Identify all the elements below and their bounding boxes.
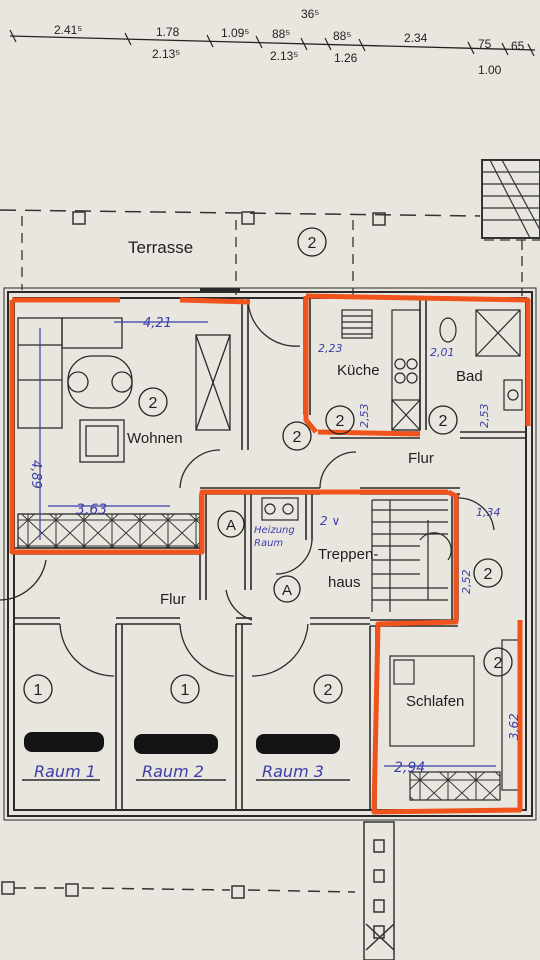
room-labels: Wohnen Küche Bad Flur Flur Treppen- haus… [127,362,483,710]
marker-heizung: A [217,510,245,538]
svg-text:2: 2 [484,566,493,583]
marker-schlafen: 2 [483,647,513,677]
hw-heizung-1: Heizung [254,525,295,536]
dim-bottom-2: 2.13⁵ [270,49,298,63]
door-swings [0,299,495,677]
staircase [371,499,452,612]
room-markers: 2 2 2 2 2 A A 2 2 1 1 2 [23,227,513,704]
hw-stair-mark: 2 ∨ [320,514,340,528]
hw-schlafen-width: 2,94 [394,760,425,776]
svg-text:1: 1 [34,682,43,699]
heating-fixture [261,497,299,521]
hw-kueche-width: 2,23 [318,342,343,355]
hw-bad-width: 2,01 [430,346,455,359]
label-wohnen: Wohnen [127,430,183,447]
label-schlafen: Schlafen [406,693,464,710]
handwritten-annotations: 4,21 4,89 3,63 2,23 2,53 2,01 2,53 Heizu… [28,316,521,781]
hw-wohnen-bottom: 3,63 [76,502,107,518]
bath-fixtures [439,309,523,411]
svg-text:2: 2 [324,682,333,699]
svg-text:1: 1 [181,682,190,699]
marker-raum3: 2 [313,674,343,704]
hw-raum3: Raum 3 [262,762,324,781]
dim-top-5: 36⁵ [301,7,319,21]
living-furniture [17,288,240,549]
label-terrasse: Terrasse [128,238,193,257]
marker-kueche: 2 [325,405,355,435]
dim-top-2: 1.78 [156,25,180,39]
top-dimension-line: 2.41⁵ 1.78 1.09⁵ 88⁵ 36⁵ 88⁵ 2.34 75 65 … [9,7,536,77]
hw-right-hall-width: 1,34 [476,506,501,519]
svg-text:2: 2 [149,395,158,412]
svg-text:2: 2 [439,413,448,430]
svg-text:2: 2 [293,429,302,446]
dim-top-3: 1.09⁵ [221,26,249,40]
dim-bottom-4: 1.00 [478,63,502,77]
svg-text:A: A [282,582,292,599]
marker-right-hall: 2 [473,558,503,588]
dim-top-6: 88⁵ [333,29,351,43]
hw-bad-height: 2,53 [478,404,491,429]
svg-text:A: A [226,517,236,534]
label-treppenhaus-2: haus [328,574,361,591]
hw-raum2: Raum 2 [142,762,204,781]
highlight-outlines [9,293,531,815]
hw-wohnen-height: 4,89 [28,460,43,489]
marker-bad: 2 [428,405,458,435]
dim-top-4: 88⁵ [272,27,290,41]
dim-top-7: 2.34 [404,31,428,45]
label-bad: Bad [456,368,483,385]
marker-treppe: A [273,575,301,603]
marker-raum2: 1 [170,674,200,704]
marker-raum1: 1 [23,674,53,704]
dim-top-1: 2.41⁵ [54,23,82,37]
dim-bottom-1: 2.13⁵ [152,47,180,61]
redaction-raum2 [134,734,218,754]
hw-stair-depth: 2,52 [460,570,473,595]
redaction-raum1 [24,732,104,752]
svg-text:2: 2 [308,235,317,252]
bottom-outline [1,821,395,960]
dim-bottom-3: 1.26 [334,51,358,65]
hw-heizung-2: Raum [254,538,283,549]
label-flur-lower: Flur [160,591,186,608]
bedroom-furniture [389,639,521,801]
label-treppenhaus-1: Treppen- [318,546,378,563]
hw-kueche-height: 2,53 [358,404,371,429]
dim-top-8: 75 [478,37,492,51]
terrace-outline [0,209,481,295]
marker-terrasse: 2 [297,227,327,257]
svg-text:2: 2 [494,655,503,672]
hw-wohnen-width: 4,21 [143,316,172,331]
hw-raum1: Raum 1 [34,762,96,781]
label-kueche: Küche [337,362,380,379]
marker-wohnen: 2 [138,387,168,417]
label-flur-upper: Flur [408,450,434,467]
outside-stair [481,159,540,296]
hw-schlafen-height: 3,62 [507,713,521,740]
redaction-marks [24,732,340,754]
kitchen-fixtures [341,309,421,431]
marker-center: 2 [282,421,312,451]
svg-text:2: 2 [336,413,345,430]
redaction-raum3 [256,734,340,754]
dim-top-9: 65 [511,39,525,53]
